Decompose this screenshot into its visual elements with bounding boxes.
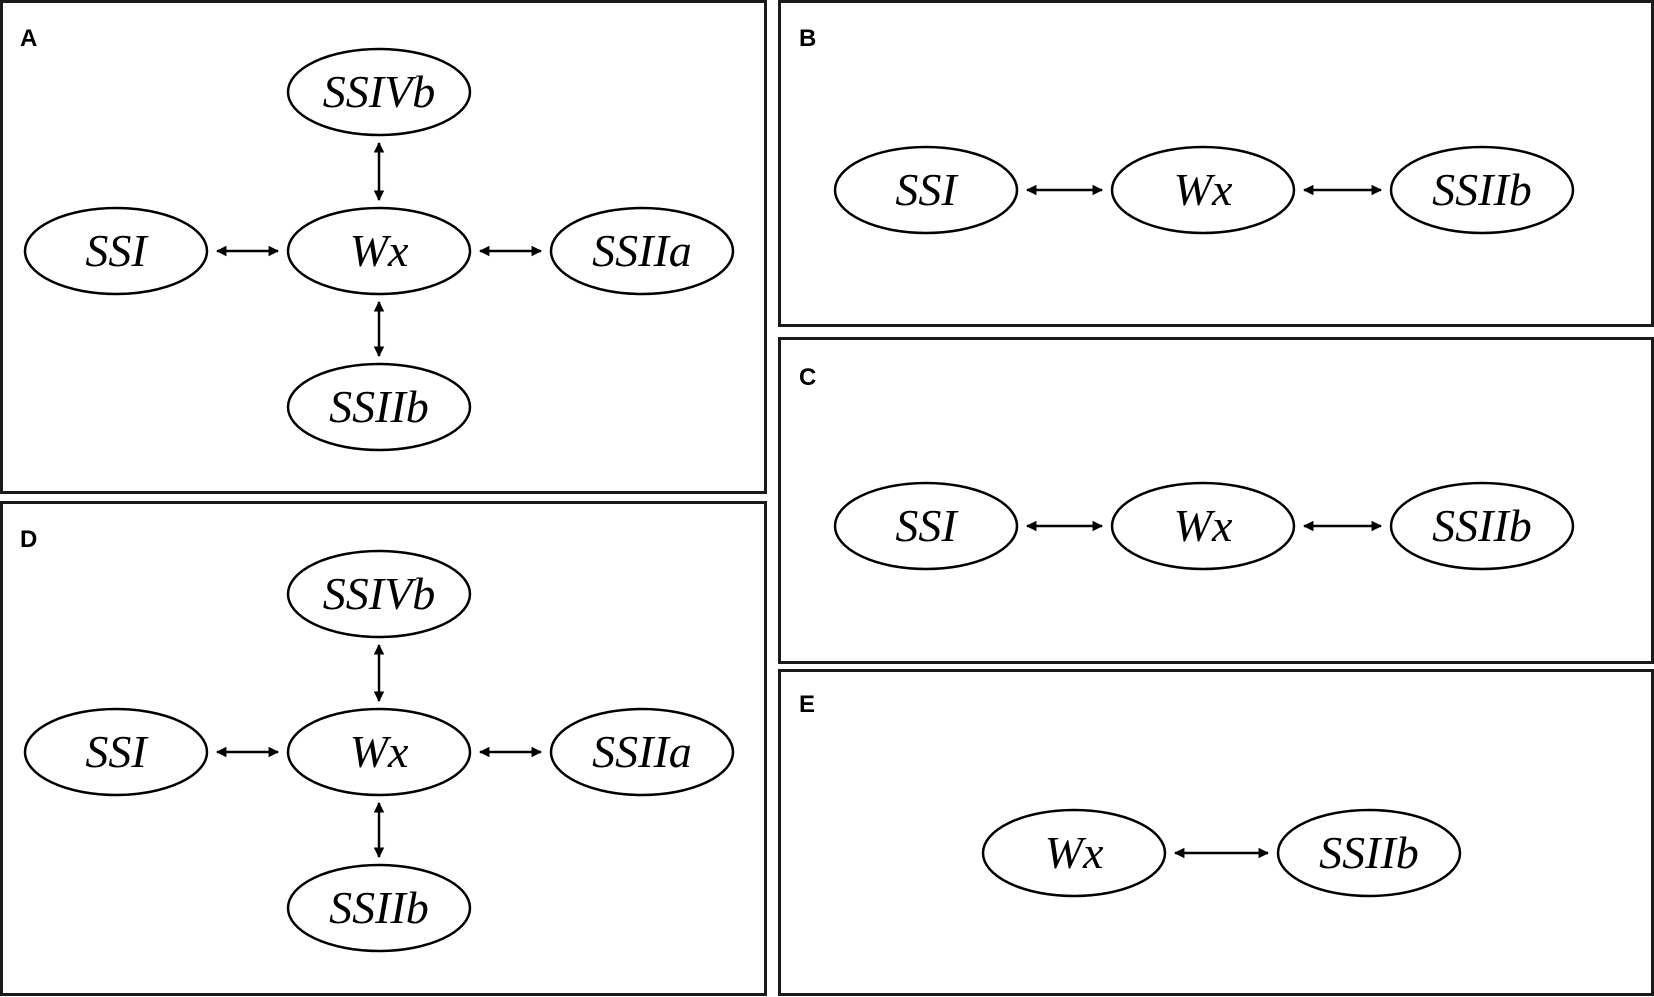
panel-label: A	[20, 25, 37, 52]
node-ellipse	[833, 481, 1019, 571]
node-ellipse	[286, 206, 472, 296]
node-label: SSIIb	[329, 882, 429, 933]
node-ssiia: SSIIa	[549, 206, 735, 296]
node-ellipse	[286, 863, 472, 953]
node-ellipse	[549, 206, 735, 296]
panel-label: C	[799, 364, 816, 391]
node-ssi: SSI	[23, 206, 209, 296]
node-ellipse	[1389, 145, 1575, 235]
node-wx: Wx	[1110, 481, 1296, 571]
node-label: SSI	[85, 726, 149, 777]
node-ssi: SSI	[833, 145, 1019, 235]
node-label: SSIVb	[323, 568, 435, 619]
node-ellipse	[286, 47, 472, 137]
node-label: Wx	[1045, 827, 1104, 878]
node-ssiib: SSIIb	[1276, 808, 1462, 898]
panel-b: B SSI Wx SSIIb	[778, 0, 1654, 327]
node-ellipse	[1110, 145, 1296, 235]
node-label: Wx	[350, 225, 409, 276]
panel-label: B	[799, 25, 816, 52]
node-label: SSI	[895, 500, 959, 551]
node-label: SSIIa	[592, 225, 692, 276]
node-wx: Wx	[286, 206, 472, 296]
node-ellipse	[23, 707, 209, 797]
node-ssi: SSI	[833, 481, 1019, 571]
node-wx: Wx	[981, 808, 1167, 898]
node-label: SSIIb	[1432, 164, 1532, 215]
node-label: SSIIb	[1319, 827, 1419, 878]
node-ellipse	[286, 707, 472, 797]
node-ellipse	[23, 206, 209, 296]
panel-label: E	[799, 691, 815, 718]
node-ellipse	[549, 707, 735, 797]
node-ellipse	[1110, 481, 1296, 571]
node-ssivb: SSIVb	[286, 549, 472, 639]
node-ssiib: SSIIb	[286, 362, 472, 452]
node-ssi: SSI	[23, 707, 209, 797]
node-label: SSIIb	[329, 381, 429, 432]
node-ssiib: SSIIb	[1389, 481, 1575, 571]
node-ssiib: SSIIb	[286, 863, 472, 953]
node-ellipse	[1389, 481, 1575, 571]
panel-e: E Wx SSIIb	[778, 669, 1654, 996]
node-ellipse	[981, 808, 1167, 898]
node-ellipse	[1276, 808, 1462, 898]
node-wx: Wx	[1110, 145, 1296, 235]
node-label: SSI	[895, 164, 959, 215]
node-ssiia: SSIIa	[549, 707, 735, 797]
panel-c: C SSI Wx SSIIb	[778, 337, 1654, 664]
node-label: SSIVb	[323, 66, 435, 117]
node-label: Wx	[1174, 164, 1233, 215]
node-ssiib: SSIIb	[1389, 145, 1575, 235]
panel-frame	[778, 669, 1654, 996]
node-label: SSIIa	[592, 726, 692, 777]
node-wx: Wx	[286, 707, 472, 797]
node-label: SSI	[85, 225, 149, 276]
node-ellipse	[286, 362, 472, 452]
node-label: SSIIb	[1432, 500, 1532, 551]
node-ssivb: SSIVb	[286, 47, 472, 137]
node-ellipse	[833, 145, 1019, 235]
node-label: Wx	[1174, 500, 1233, 551]
node-ellipse	[286, 549, 472, 639]
panel-label: D	[20, 526, 37, 553]
node-label: Wx	[350, 726, 409, 777]
